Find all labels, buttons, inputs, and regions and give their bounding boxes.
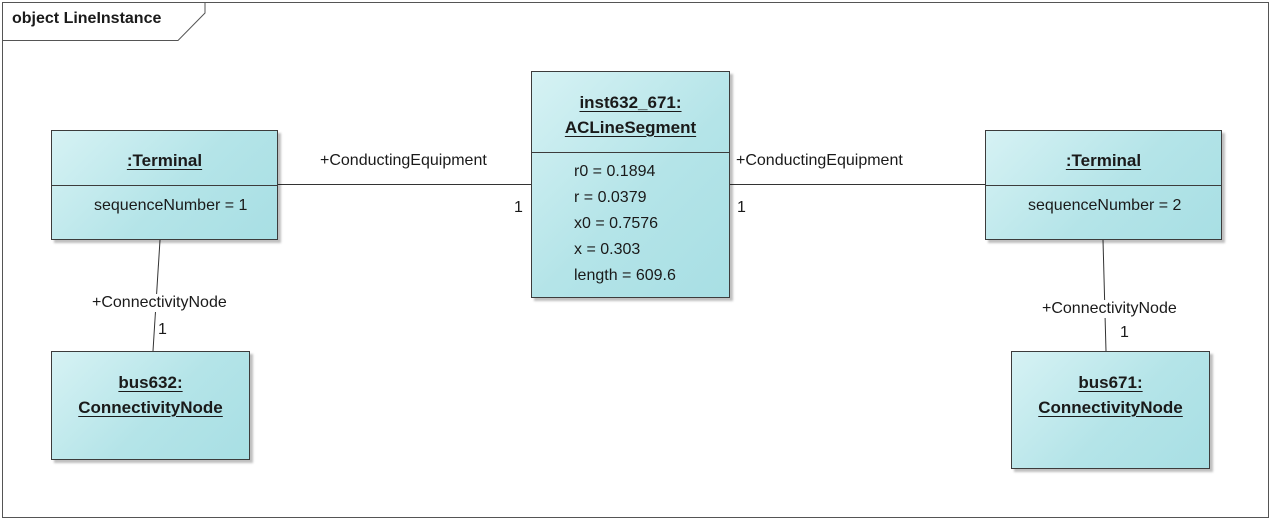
attribute: r0 = 0.1894 bbox=[574, 163, 656, 180]
bus-left-name-line1: bus632: bbox=[118, 373, 183, 392]
attribute: length = 609.6 bbox=[574, 267, 676, 284]
terminal-left-header: :Terminal bbox=[52, 131, 277, 185]
terminal-right-attributes: sequenceNumber = 2 bbox=[986, 185, 1221, 219]
attribute: r = 0.0379 bbox=[574, 189, 647, 206]
right-equipment-multiplicity: 1 bbox=[737, 199, 746, 216]
bus-right-name-line2: ConnectivityNode bbox=[1038, 398, 1183, 417]
left-equipment-multiplicity: 1 bbox=[514, 199, 523, 216]
terminal-left-name: :Terminal bbox=[126, 151, 203, 170]
attribute: sequenceNumber = 2 bbox=[1028, 197, 1182, 214]
diagram-title: object LineInstance bbox=[12, 10, 162, 27]
left-equipment-role-label: +ConductingEquipment bbox=[320, 152, 487, 169]
segment-object[interactable]: inst632_671: ACLineSegment r0 = 0.1894 r… bbox=[531, 71, 730, 298]
link-right-terminal-bus[interactable] bbox=[1102, 239, 1107, 352]
bus-left-name-line2: ConnectivityNode bbox=[78, 398, 223, 417]
segment-name-line1: inst632_671: bbox=[579, 93, 682, 112]
right-node-role-label: +ConnectivityNode bbox=[1042, 300, 1177, 318]
right-node-multiplicity: 1 bbox=[1120, 324, 1129, 341]
terminal-left-object[interactable]: :Terminal sequenceNumber = 1 bbox=[51, 130, 278, 240]
terminal-left-attributes: sequenceNumber = 1 bbox=[52, 185, 277, 219]
bus-right-name-line1: bus671: bbox=[1078, 373, 1143, 392]
attribute: x0 = 0.7576 bbox=[574, 215, 659, 232]
segment-header: inst632_671: ACLineSegment bbox=[532, 72, 729, 152]
segment-attributes: r0 = 0.1894 r = 0.0379 x0 = 0.7576 x = 0… bbox=[532, 152, 729, 289]
bus-right-object[interactable]: bus671: ConnectivityNode bbox=[1011, 351, 1210, 469]
left-node-multiplicity: 1 bbox=[158, 321, 167, 338]
segment-name-line2: ACLineSegment bbox=[564, 118, 697, 137]
left-node-role-label: +ConnectivityNode bbox=[92, 294, 227, 312]
terminal-right-header: :Terminal bbox=[986, 131, 1221, 185]
title-tab-outline bbox=[2, 2, 206, 41]
attribute: x = 0.303 bbox=[574, 241, 641, 258]
terminal-right-name: :Terminal bbox=[1065, 151, 1142, 170]
bus-right-header: bus671: ConnectivityNode bbox=[1012, 352, 1209, 420]
terminal-right-object[interactable]: :Terminal sequenceNumber = 2 bbox=[985, 130, 1222, 240]
attribute: sequenceNumber = 1 bbox=[94, 197, 248, 214]
bus-left-object[interactable]: bus632: ConnectivityNode bbox=[51, 351, 250, 460]
right-equipment-role-label: +ConductingEquipment bbox=[736, 152, 903, 169]
bus-left-header: bus632: ConnectivityNode bbox=[52, 352, 249, 420]
